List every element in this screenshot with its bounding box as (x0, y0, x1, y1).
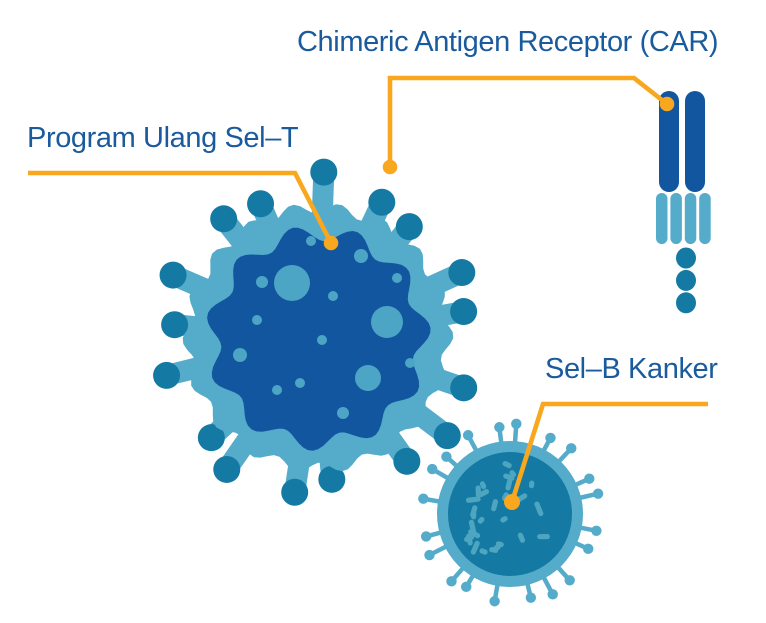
b-cell (418, 418, 604, 607)
leader-t-cell (28, 170, 339, 251)
label-chimeric-antigen-receptor: Chimeric Antigen Receptor (CAR) (297, 26, 719, 58)
leader-car (382, 75, 675, 175)
label-cancer-b-cell: Sel–B Kanker (545, 353, 718, 385)
leader-b-cell (504, 401, 708, 510)
car-receptor (656, 91, 711, 314)
label-reprogrammed-t-cell: Program Ulang Sel–T (27, 122, 299, 154)
t-cell (153, 158, 478, 506)
